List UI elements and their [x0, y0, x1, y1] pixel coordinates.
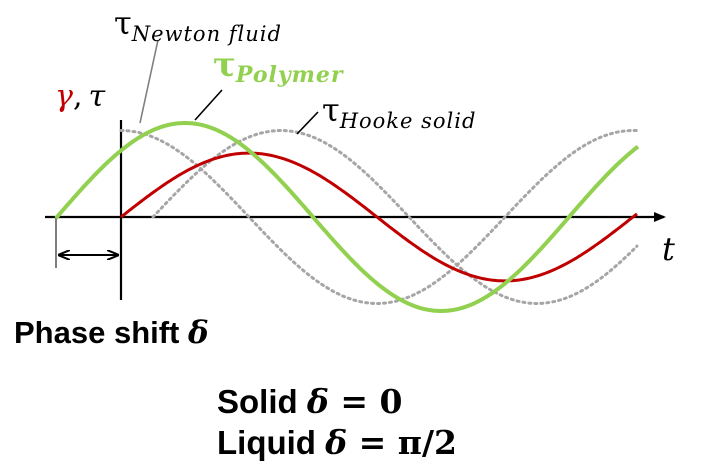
phase-shift-delta: δ: [187, 315, 209, 351]
strain-curve: [120, 151, 638, 283]
solid-condition: Solid δ = 0: [217, 382, 402, 421]
hooke-solid-label: τHooke solid: [322, 91, 476, 133]
tau-symbol: τ: [88, 79, 105, 114]
polymer-subscript: Polymer: [235, 62, 344, 88]
y-axis-label: γ,τ: [55, 79, 105, 114]
liquid-equation: = π/2: [347, 423, 457, 462]
polymer-label: τPolymer: [213, 45, 344, 88]
polymer-tau: τ: [213, 45, 236, 85]
hooke-tau: τ: [322, 91, 340, 129]
newton-tau: τ: [114, 4, 132, 42]
hooke-subscript: Hooke solid: [339, 109, 477, 133]
solid-equation: = 0: [329, 382, 403, 421]
newton-leader-line: [139, 39, 159, 124]
newton-subscript: Newton fluid: [131, 22, 282, 46]
gamma-symbol: γ: [55, 79, 73, 114]
liquid-word: Liquid: [217, 424, 325, 461]
polymer-leader-line: [194, 89, 223, 121]
liquid-delta: δ: [324, 423, 347, 462]
phase-shift-label: Phase shift δ: [14, 315, 209, 351]
liquid-condition: Liquid δ = π/2: [217, 423, 457, 462]
solid-delta: δ: [306, 382, 329, 421]
polymer-stress-curve: [54, 121, 640, 313]
solid-word: Solid: [217, 383, 307, 420]
hooke-leader-line: [296, 111, 319, 135]
t-axis-label: t: [662, 230, 675, 268]
ylabel-separator: ,: [73, 79, 83, 114]
newton-fluid-label: τNewton fluid: [114, 4, 282, 46]
hooke-solid-curve: [151, 129, 639, 305]
phase-shift-text: Phase shift: [14, 315, 188, 350]
newton-fluid-curve: [119, 129, 639, 305]
